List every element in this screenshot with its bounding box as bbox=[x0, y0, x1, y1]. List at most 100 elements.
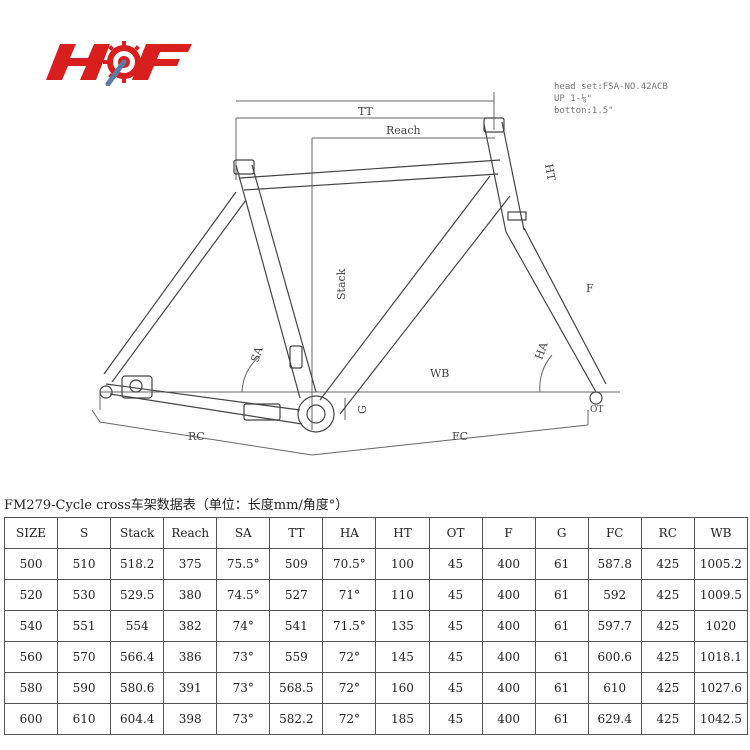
table-cell: 604.4 bbox=[110, 703, 165, 735]
table-cell: 582.2 bbox=[269, 703, 324, 735]
column-header: F bbox=[481, 517, 536, 549]
fc-label: FC bbox=[452, 430, 468, 443]
table-cell: 554 bbox=[110, 610, 165, 642]
table-cell: 530 bbox=[57, 579, 112, 611]
table-cell: 61 bbox=[534, 548, 589, 580]
column-header: OT bbox=[428, 517, 483, 549]
table-cell: 610 bbox=[57, 703, 112, 735]
column-header: RC bbox=[640, 517, 695, 549]
table-cell: 1009.5 bbox=[693, 579, 749, 611]
table-cell: 580 bbox=[3, 672, 59, 704]
table-cell: 386 bbox=[163, 641, 218, 673]
table-cell: 45 bbox=[428, 672, 483, 704]
column-header: Stack bbox=[110, 517, 165, 549]
table-cell: 541 bbox=[269, 610, 324, 642]
table-cell: 400 bbox=[481, 703, 536, 735]
table-cell: 597.7 bbox=[587, 610, 642, 642]
table-cell: 400 bbox=[481, 672, 536, 704]
table-cell: 400 bbox=[481, 610, 536, 642]
table-cell: 45 bbox=[428, 579, 483, 611]
table-title: FM279-Cycle cross车架数据表（单位：长度mm/角度°） bbox=[4, 498, 349, 513]
table-cell: 520 bbox=[3, 579, 59, 611]
rc-label: RC bbox=[188, 430, 205, 443]
table-cell: 382 bbox=[163, 610, 218, 642]
table-cell: 71° bbox=[322, 579, 377, 611]
table-cell: 560 bbox=[3, 641, 59, 673]
column-header: HT bbox=[375, 517, 430, 549]
table-cell: 61 bbox=[534, 610, 589, 642]
table-cell: 74.5° bbox=[216, 579, 271, 611]
table-cell: 74° bbox=[216, 610, 271, 642]
table-cell: 425 bbox=[640, 548, 695, 580]
table-cell: 425 bbox=[640, 579, 695, 611]
column-header: TT bbox=[269, 517, 324, 549]
table-cell: 566.4 bbox=[110, 641, 165, 673]
table-cell: 73° bbox=[216, 672, 271, 704]
frame-geometry-drawing: TT Reach HT Stack F SA HA WB G RC FC OT bbox=[91, 92, 620, 456]
table-cell: 1020 bbox=[693, 610, 749, 642]
stack-label: Stack bbox=[335, 268, 348, 300]
table-cell: 45 bbox=[428, 703, 483, 735]
table-cell: 600.6 bbox=[587, 641, 642, 673]
table-cell: 425 bbox=[640, 610, 695, 642]
table-cell: 592 bbox=[587, 579, 642, 611]
table-cell: 61 bbox=[534, 703, 589, 735]
table-cell: 160 bbox=[375, 672, 430, 704]
reach-label: Reach bbox=[386, 124, 421, 137]
table-cell: 425 bbox=[640, 641, 695, 673]
table-cell: 45 bbox=[428, 610, 483, 642]
table-cell: 540 bbox=[3, 610, 59, 642]
table-cell: 580.6 bbox=[110, 672, 165, 704]
table-cell: 400 bbox=[481, 548, 536, 580]
headset-note: head set:FSA-NO.42ACB bbox=[554, 82, 668, 92]
ht-label: HT bbox=[542, 163, 558, 183]
table-cell: 559 bbox=[269, 641, 324, 673]
table-cell: 570 bbox=[57, 641, 112, 673]
f-label: F bbox=[586, 282, 594, 295]
table-cell: 72° bbox=[322, 703, 377, 735]
table-cell: 71.5° bbox=[322, 610, 377, 642]
table-cell: 70.5° bbox=[322, 548, 377, 580]
table-cell: 185 bbox=[375, 703, 430, 735]
table-cell: 72° bbox=[322, 672, 377, 704]
logo-graphic bbox=[46, 41, 192, 87]
table-cell: 568.5 bbox=[269, 672, 324, 704]
table-cell: 135 bbox=[375, 610, 430, 642]
table-cell: 375 bbox=[163, 548, 218, 580]
column-header: S bbox=[57, 517, 112, 549]
table-cell: 610 bbox=[587, 672, 642, 704]
table-cell: 380 bbox=[163, 579, 218, 611]
tt-label: TT bbox=[358, 105, 374, 118]
table-cell: 527 bbox=[269, 579, 324, 611]
column-header: WB bbox=[693, 517, 749, 549]
headset-upper-note: UP 1-⅛" bbox=[554, 94, 592, 104]
table-cell: 61 bbox=[534, 641, 589, 673]
brand-logo bbox=[46, 38, 196, 87]
table-cell: 61 bbox=[534, 672, 589, 704]
table-cell: 75.5° bbox=[216, 548, 271, 580]
table-cell: 400 bbox=[481, 641, 536, 673]
table-cell: 1027.6 bbox=[693, 672, 749, 704]
table-cell: 587.8 bbox=[587, 548, 642, 580]
table-cell: 425 bbox=[640, 703, 695, 735]
table-cell: 500 bbox=[3, 548, 59, 580]
table-cell: 1018.1 bbox=[693, 641, 749, 673]
column-header: HA bbox=[322, 517, 377, 549]
column-header: Reach bbox=[163, 517, 218, 549]
table-cell: 509 bbox=[269, 548, 324, 580]
table-cell: 590 bbox=[57, 672, 112, 704]
table-cell: 100 bbox=[375, 548, 430, 580]
table-cell: 145 bbox=[375, 641, 430, 673]
table-cell: 1005.2 bbox=[693, 548, 749, 580]
table-cell: 600 bbox=[3, 703, 59, 735]
table-cell: 425 bbox=[640, 672, 695, 704]
table-cell: 518.2 bbox=[110, 548, 165, 580]
headset-bottom-note: botton:1.5" bbox=[554, 106, 614, 116]
g-label: G bbox=[356, 405, 369, 414]
